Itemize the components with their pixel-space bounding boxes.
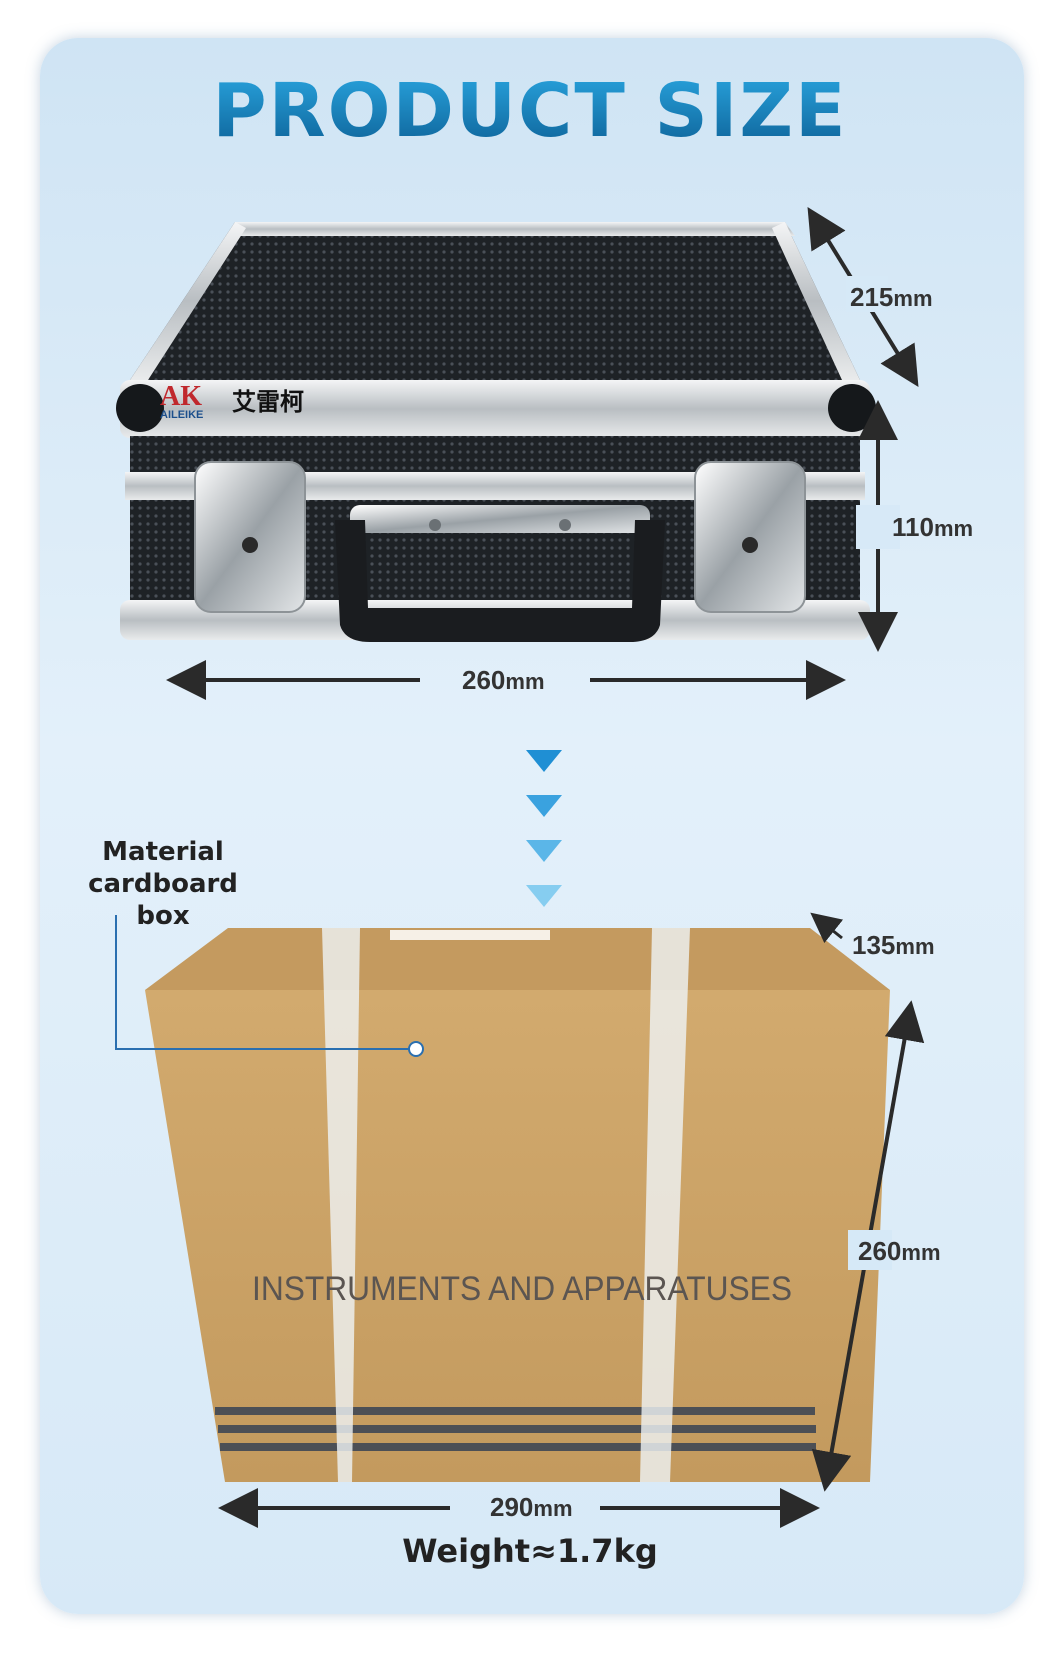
weight-label: Weight≈1.7kg	[402, 1532, 658, 1570]
page-title: PRODUCT SIZE	[0, 68, 1060, 154]
aluminum-case-image	[116, 222, 876, 642]
material-label-line2: cardboard box	[88, 869, 238, 931]
box-depth-arrow	[810, 912, 844, 944]
brand-logo: AK AILEIKE 艾雷柯	[160, 381, 304, 421]
box-width-label: 290mm	[490, 1492, 573, 1522]
case-height-label: 110mm	[892, 512, 974, 542]
box-depth-label: 135mm	[852, 930, 935, 960]
cardboard-box-image	[145, 928, 890, 1482]
box-print-text: INSTRUMENTS AND APPARATUSES	[252, 1270, 792, 1308]
box-height-label: 260mm	[858, 1236, 941, 1266]
material-callout-line	[115, 915, 410, 1050]
case-width-label: 260mm	[462, 665, 545, 695]
material-label: Material cardboard box	[58, 836, 268, 932]
case-depth-label: 215mm	[850, 282, 933, 312]
brand-name: AILEIKE	[160, 409, 203, 421]
material-label-line1: Material	[102, 837, 224, 867]
brand-logo-mark: AK	[160, 381, 202, 412]
brand-cn: 艾雷柯	[232, 387, 304, 416]
down-arrows-icon	[526, 750, 562, 907]
material-callout-dot	[408, 1041, 424, 1057]
